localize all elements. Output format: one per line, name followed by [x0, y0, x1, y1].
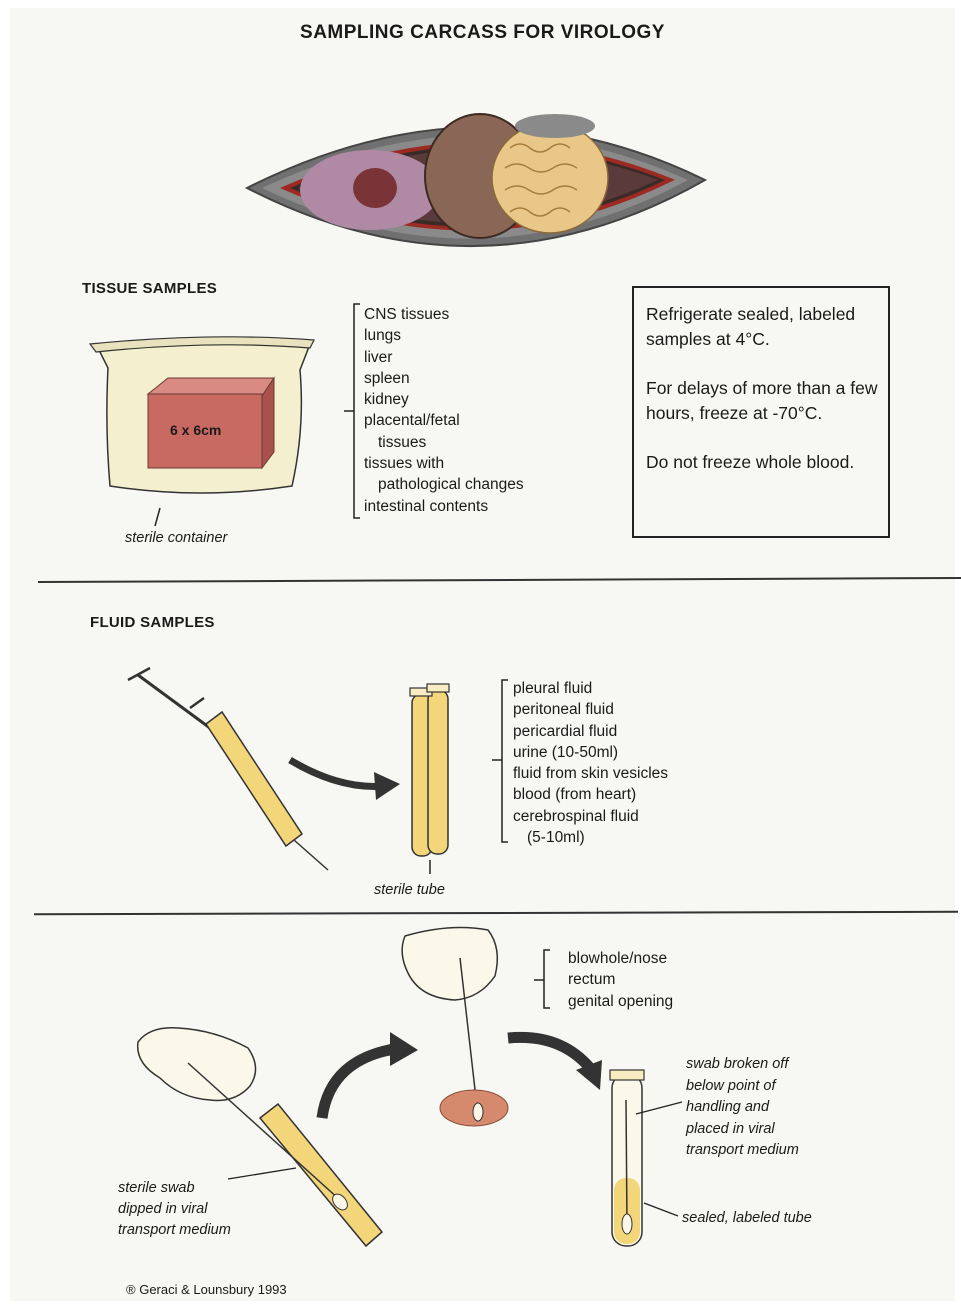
- label-line: dipped in viral: [118, 1199, 231, 1220]
- label-line: swab broken off: [686, 1054, 799, 1076]
- swab-sampling-illustration: [10, 8, 955, 1308]
- credit-text: Geraci & Lounsbury 1993: [139, 1282, 286, 1297]
- label-line: transport medium: [686, 1140, 799, 1162]
- registered-mark: ®: [126, 1282, 136, 1297]
- label-line: placed in viral: [686, 1119, 799, 1141]
- list-item: rectum: [568, 969, 673, 990]
- credit-line: ® Geraci & Lounsbury 1993: [126, 1282, 287, 1297]
- label-line: below point of: [686, 1076, 799, 1098]
- swab-broken-label: swab broken off below point of handling …: [686, 1054, 799, 1162]
- sealed-tube-illustration: [610, 1070, 682, 1246]
- list-item: blowhole/nose: [568, 948, 673, 969]
- label-line: transport medium: [118, 1220, 231, 1241]
- sterile-swab-label: sterile swab dipped in viral transport m…: [118, 1178, 231, 1241]
- sealed-tube-label: sealed, labeled tube: [682, 1210, 812, 1226]
- label-line: sterile swab: [118, 1178, 231, 1199]
- list-item: genital opening: [568, 991, 673, 1012]
- label-line: handling and: [686, 1097, 799, 1119]
- hand-swabbing-site-illustration: [402, 928, 508, 1126]
- diagram-page: SAMPLING CARCASS FOR VIROLOGY TISSUE SAM…: [10, 8, 955, 1301]
- swab-site-list: blowhole/nose rectum genital opening: [568, 948, 673, 1012]
